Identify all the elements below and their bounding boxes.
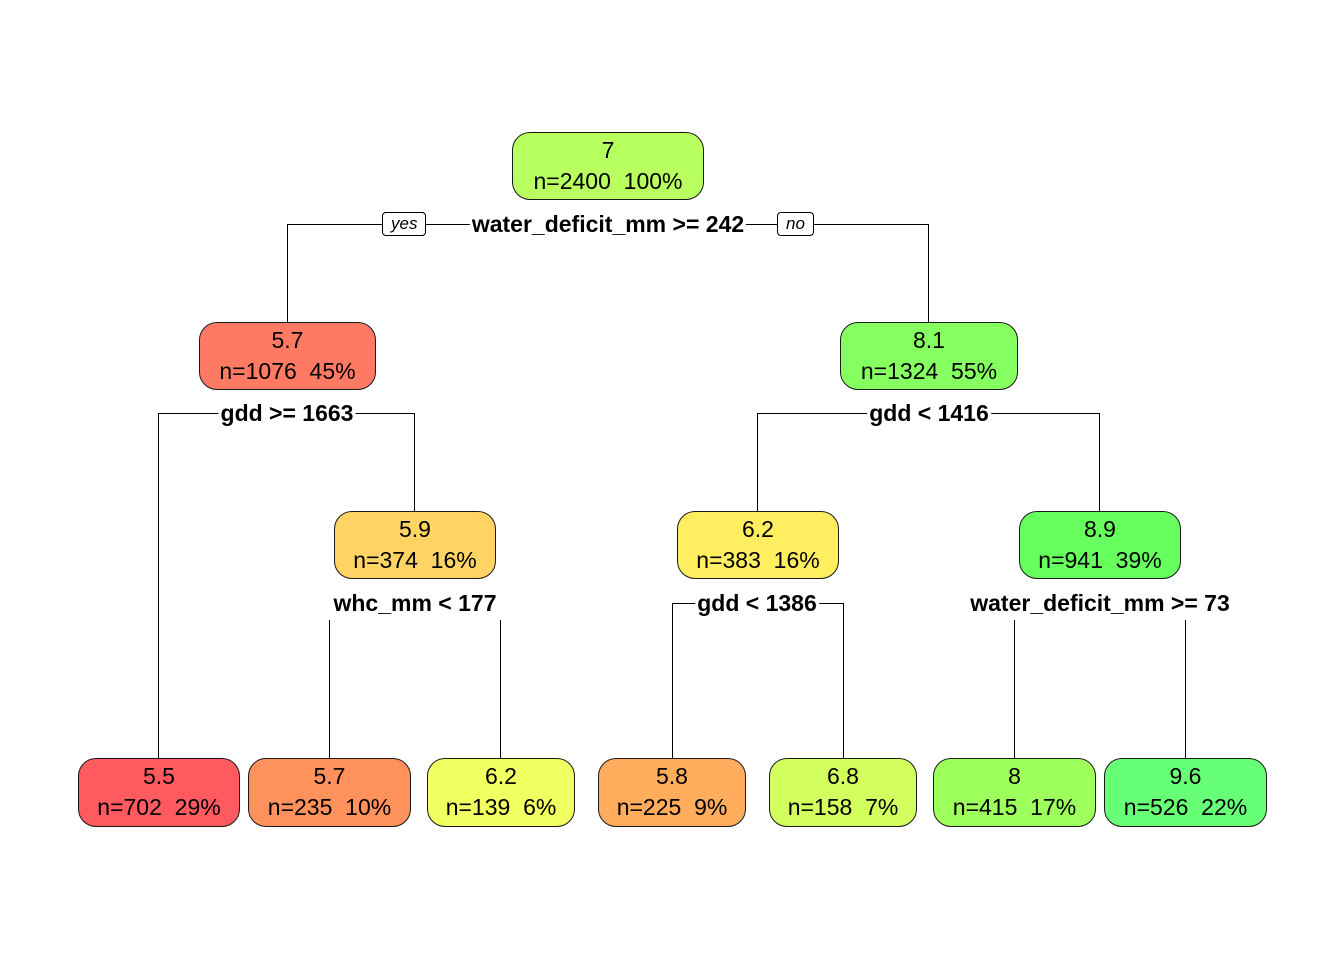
edge — [1185, 620, 1187, 758]
node-right-left: 6.2 n=383 16% — [677, 511, 839, 579]
node-info: n=158 7% — [787, 794, 899, 820]
leaf-node: 6.8 n=158 7% — [769, 758, 917, 827]
node-left-right: 5.9 n=374 16% — [334, 511, 496, 579]
split-label-left-right: whc_mm < 177 — [331, 590, 499, 616]
node-info: n=1324 55% — [860, 358, 998, 384]
node-right-right: 8.9 n=941 39% — [1019, 511, 1181, 579]
node-value: 9.6 — [1169, 763, 1202, 789]
split-label-left: gdd >= 1663 — [218, 400, 356, 426]
node-value: 5.7 — [271, 327, 304, 353]
node-value: 5.8 — [656, 763, 688, 789]
edge — [1014, 620, 1016, 758]
node-info: n=415 17% — [952, 794, 1077, 820]
node-info: n=383 16% — [696, 547, 820, 573]
node-root: 7 n=2400 100% — [512, 132, 704, 200]
leaf-node: 8 n=415 17% — [933, 758, 1096, 827]
edge — [928, 224, 930, 322]
edge — [158, 413, 160, 758]
edge — [329, 620, 331, 758]
node-info: n=1076 45% — [219, 358, 356, 384]
node-value: 5.9 — [399, 516, 431, 542]
edge — [672, 603, 674, 758]
leaf-node: 5.5 n=702 29% — [78, 758, 240, 827]
edge — [414, 413, 416, 511]
yes-branch-tag: yes — [382, 212, 427, 236]
node-value: 5.5 — [143, 763, 175, 789]
node-info: n=235 10% — [267, 794, 392, 820]
edge — [287, 224, 289, 322]
leaf-node: 5.7 n=235 10% — [248, 758, 411, 827]
node-info: n=702 29% — [97, 794, 221, 820]
leaf-node: 6.2 n=139 6% — [427, 758, 575, 827]
edge — [500, 620, 502, 758]
node-right: 8.1 n=1324 55% — [840, 322, 1018, 390]
node-info: n=2400 100% — [533, 168, 683, 194]
node-value: 8.1 — [913, 327, 945, 353]
leaf-node: 9.6 n=526 22% — [1104, 758, 1267, 827]
node-info: n=941 39% — [1038, 547, 1162, 573]
leaf-node: 5.8 n=225 9% — [598, 758, 746, 827]
node-value: 6.2 — [485, 763, 517, 789]
node-value: 8 — [1008, 763, 1021, 789]
edge — [1099, 413, 1101, 511]
node-value: 7 — [601, 137, 615, 163]
node-value: 5.7 — [313, 763, 346, 789]
split-label-right-right: water_deficit_mm >= 73 — [968, 590, 1232, 616]
node-info: n=225 9% — [616, 794, 728, 820]
no-branch-tag: no — [777, 212, 814, 236]
split-label-right: gdd < 1416 — [867, 400, 991, 426]
node-value: 8.9 — [1084, 516, 1116, 542]
node-left: 5.7 n=1076 45% — [199, 322, 376, 390]
node-info: n=526 22% — [1123, 794, 1248, 820]
node-info: n=139 6% — [445, 794, 557, 820]
node-value: 6.2 — [742, 516, 774, 542]
split-label-root: water_deficit_mm >= 242 — [469, 211, 747, 237]
node-info: n=374 16% — [353, 547, 477, 573]
edge — [757, 413, 759, 511]
split-label-right-left: gdd < 1386 — [695, 590, 819, 616]
node-value: 6.8 — [827, 763, 859, 789]
edge — [843, 603, 845, 758]
